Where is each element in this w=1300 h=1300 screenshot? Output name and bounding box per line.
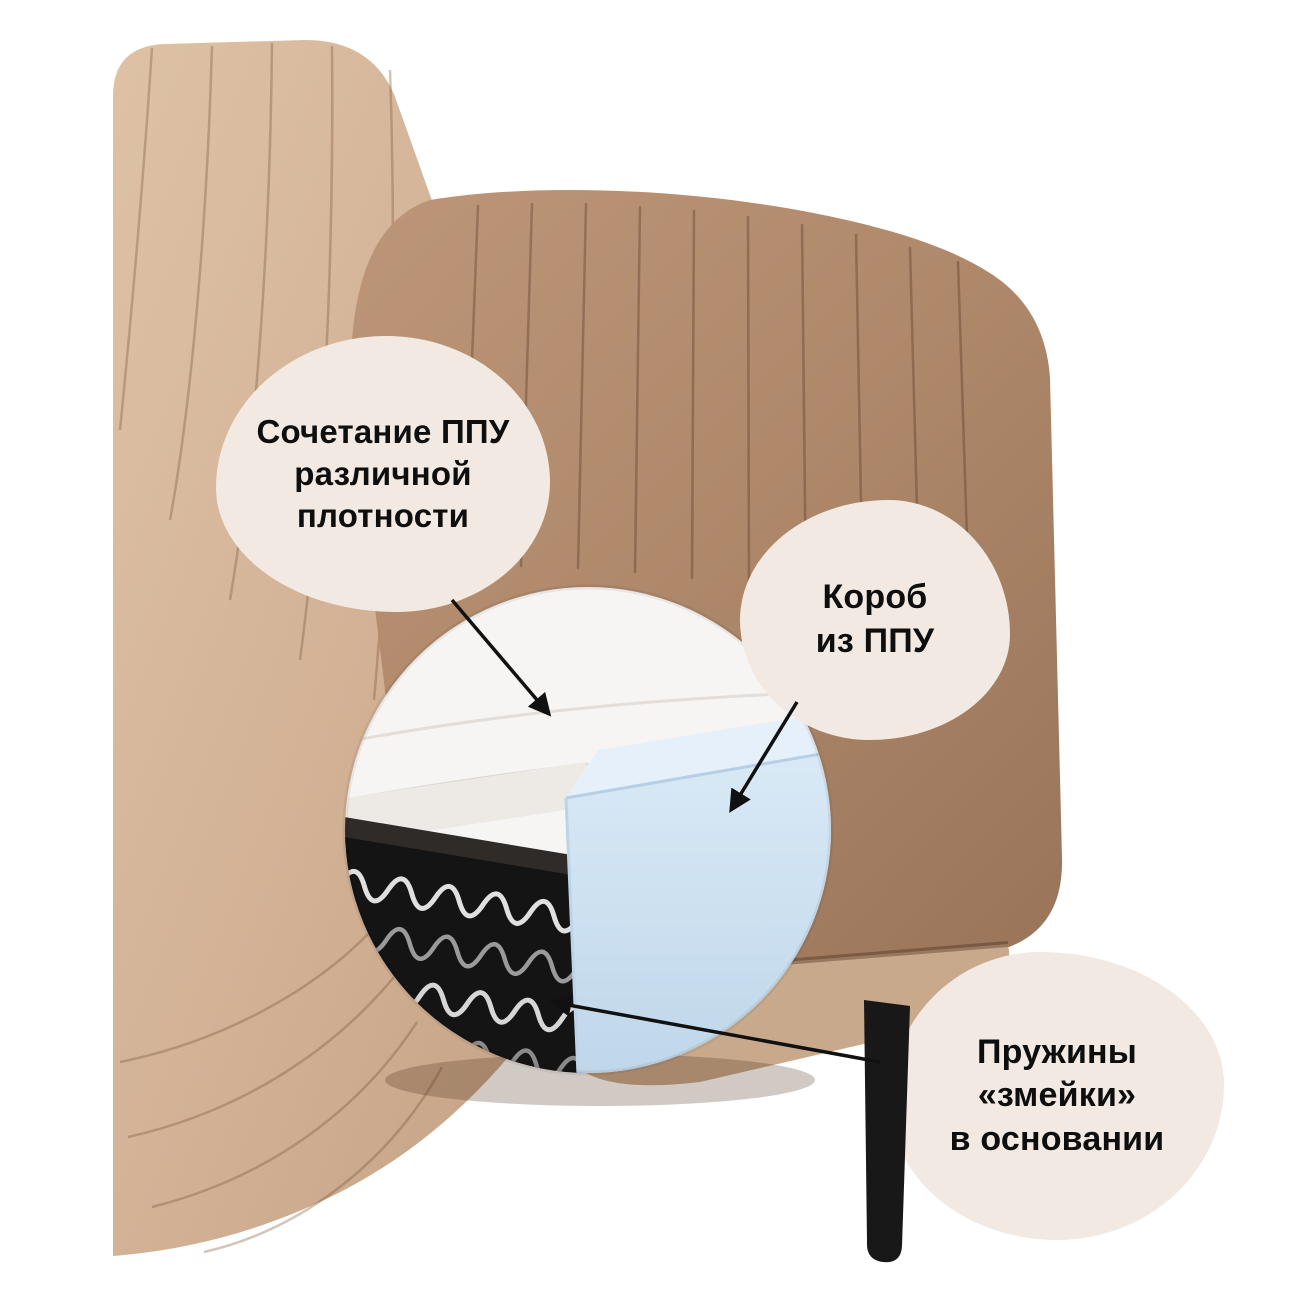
callout-snake-springs-label: Пружины «змейки» в основании — [949, 1032, 1165, 1158]
callout-bubble-snake-springs: Пружины «змейки» в основании — [890, 952, 1224, 1240]
foam-front-face — [345, 762, 590, 844]
frame-shadow — [345, 816, 590, 884]
callout-foam-density-label: Сочетание ППУ различной плотности — [256, 412, 510, 535]
callout-bubble-foam-density: Сочетание ППУ различной плотности — [216, 336, 550, 612]
foam-seam — [345, 690, 831, 744]
callout-ppu-box-label: Короб из ППУ — [815, 578, 935, 660]
callout-bubble-ppu-box: Короб из ППУ — [740, 500, 1010, 740]
